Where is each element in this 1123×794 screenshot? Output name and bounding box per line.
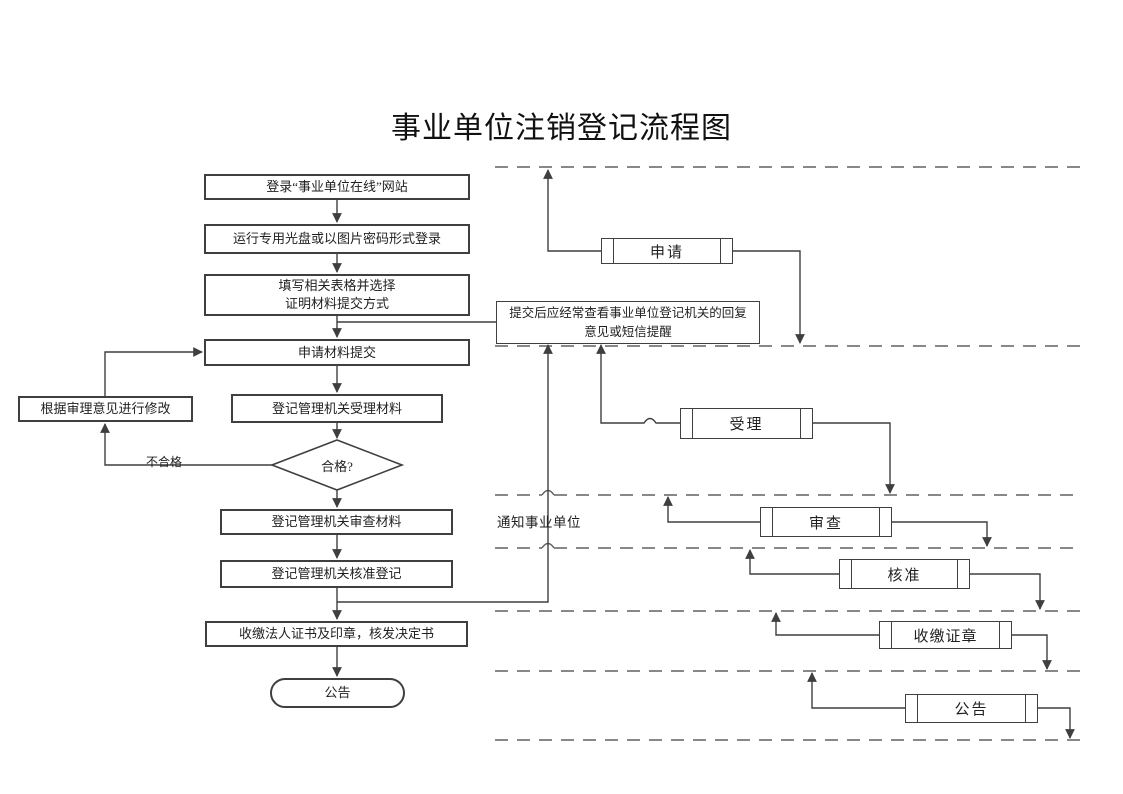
stage-apply: 申请	[601, 238, 733, 264]
page-title: 事业单位注销登记流程图	[391, 112, 732, 145]
step-approve-registration: 登记管理机关核准登记	[220, 560, 453, 588]
step-submit-materials: 申请材料提交	[204, 339, 470, 366]
step-review-materials-label: 登记管理机关审查材料	[271, 514, 402, 530]
step-run-disc-label: 运行专用光盘或以图片密码形式登录	[232, 231, 441, 247]
stage-accept-label: 受理	[729, 417, 764, 433]
stage-approve: 核准	[839, 559, 970, 589]
step-fill-form: 填写相关表格并选择 证明材料提交方式	[204, 274, 470, 316]
stage-apply-label: 申请	[649, 244, 684, 261]
step-login-website: 登录“事业单位在线”网站	[204, 174, 470, 200]
label-notify-org: 通知事业单位	[497, 515, 581, 530]
note-box: 提交后应经常查看事业单位登记机关的回复 意见或短信提醒	[496, 301, 760, 344]
edge-notify	[337, 344, 553, 603]
stage-accept: 受理	[680, 408, 813, 439]
stage-collect-seals-label: 收缴证章	[913, 628, 978, 645]
terminator-announcement: 公告	[270, 678, 405, 708]
step-run-disc: 运行专用光盘或以图片密码形式登录	[204, 224, 470, 254]
decision-label: 合格?	[272, 452, 402, 478]
stage-connectors	[543, 169, 1075, 739]
flow-connectors	[100, 200, 553, 677]
step-approve-registration-label: 登记管理机关核准登记	[271, 566, 402, 582]
stage-approve-label: 核准	[887, 567, 922, 584]
step-revise-label: 根据审理意见进行修改	[40, 401, 171, 417]
stage-announce-label: 公告	[954, 702, 989, 718]
note-line2: 意见或短信提醒	[584, 324, 672, 339]
step-accept-materials: 登记管理机关受理材料	[231, 394, 443, 423]
step-login-website-label: 登录“事业单位在线”网站	[266, 179, 408, 195]
edge-resubmit	[104, 347, 203, 396]
step-revise: 根据审理意见进行修改	[18, 396, 193, 422]
step-accept-materials-label: 登记管理机关受理材料	[271, 400, 402, 416]
lane-dashed-lines	[495, 166, 1080, 741]
decision-diamond	[269, 439, 405, 491]
step-fill-form-line2: 证明材料提交方式	[284, 296, 389, 311]
note-line1: 提交后应经常查看事业单位登记机关的回复	[509, 305, 747, 320]
terminator-announcement-label: 公告	[324, 685, 351, 701]
stage-announce: 公告	[905, 694, 1038, 723]
stage-collect-seals: 收缴证章	[879, 621, 1012, 649]
stage-review-label: 审查	[808, 515, 843, 532]
step-collect-certificates-label: 收缴法人证书及印章，核发决定书	[238, 626, 434, 642]
decision-text: 合格?	[321, 458, 353, 474]
step-fill-form-line1: 填写相关表格并选择	[278, 278, 396, 294]
edge-not-qualified	[100, 423, 272, 466]
step-review-materials: 登记管理机关审查材料	[220, 509, 453, 535]
stage-review: 审查	[760, 507, 892, 537]
step-collect-certificates: 收缴法人证书及印章，核发决定书	[205, 621, 468, 647]
step-submit-materials-label: 申请材料提交	[297, 344, 376, 360]
label-not-qualified: 不合格	[146, 455, 183, 469]
